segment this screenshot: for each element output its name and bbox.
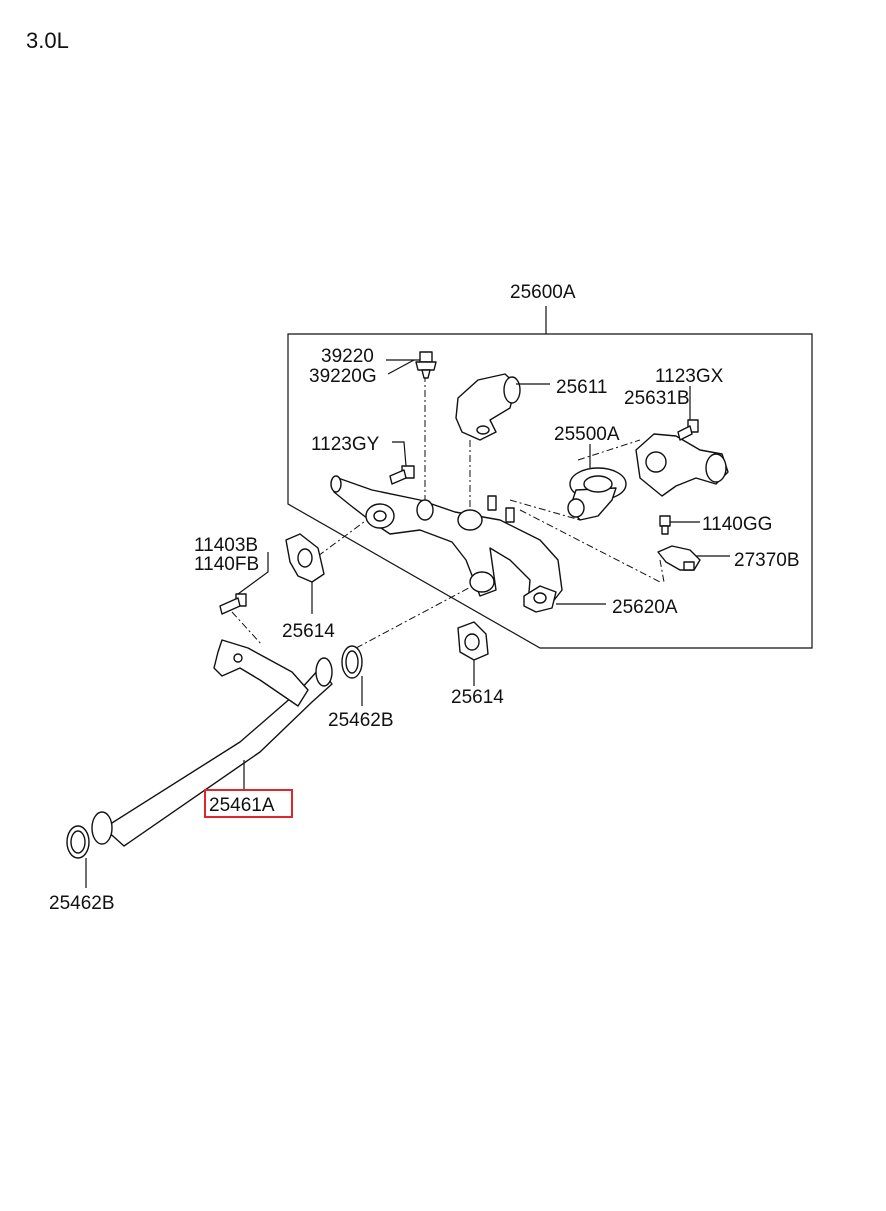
bolt-1123GY: [389, 465, 415, 485]
label-11403B[interactable]: 11403B: [194, 535, 258, 556]
o-ring-lower: [66, 825, 90, 859]
assembly-outline: [287, 333, 813, 649]
engine-label: 3.0L: [26, 28, 69, 53]
gasket-left: [285, 533, 325, 583]
label-25631B[interactable]: 25631B: [624, 388, 690, 409]
thermostat-cover: [635, 433, 729, 497]
label-1123GX[interactable]: 1123GX: [655, 366, 724, 387]
label-25600A[interactable]: 25600A: [510, 282, 576, 303]
water-pipe: [91, 639, 333, 847]
label-1140FB[interactable]: 1140FB: [194, 554, 259, 575]
sensor: [657, 545, 701, 571]
bolt-11403B: [219, 593, 247, 615]
bolt-1123GX: [677, 419, 699, 441]
outlet-fitting: [455, 373, 521, 441]
label-25461A[interactable]: 25461A: [209, 795, 275, 816]
leader-lines: [85, 359, 730, 888]
label-25614-lower[interactable]: 25614: [451, 687, 504, 708]
label-27370B[interactable]: 27370B: [734, 550, 800, 571]
label-39220[interactable]: 39220: [321, 346, 374, 367]
label-25614-left[interactable]: 25614: [282, 621, 335, 642]
bolt-1140GG: [659, 515, 671, 535]
label-25462B-lower[interactable]: 25462B: [49, 893, 115, 914]
label-25500A[interactable]: 25500A: [554, 424, 620, 445]
temperature-sender: [415, 351, 437, 379]
label-1123GY[interactable]: 1123GY: [311, 434, 380, 455]
label-25620A[interactable]: 25620A: [612, 597, 678, 618]
label-1140GG[interactable]: 1140GG: [702, 514, 772, 535]
label-39220G[interactable]: 39220G: [309, 366, 377, 387]
o-ring-upper: [341, 645, 363, 679]
label-25611[interactable]: 25611: [556, 377, 607, 398]
highlight-box-25461A: [204, 789, 293, 818]
gasket-lower: [457, 621, 489, 661]
alignment-lines: [231, 375, 665, 656]
thermostat: [567, 467, 627, 521]
label-25462B-upper[interactable]: 25462B: [328, 710, 394, 731]
water-outlet-housing: [330, 475, 563, 613]
